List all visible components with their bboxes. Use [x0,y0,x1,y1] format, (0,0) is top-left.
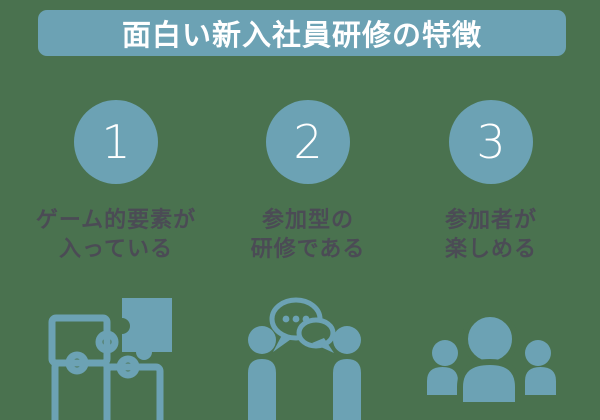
feature-column-3: 3 参加者が 楽しめる [396,100,586,263]
step-2-badge: 2 [266,100,350,184]
page-title: 面白い新入社員研修の特徴 [121,20,482,52]
feature-3-label-line-2: 楽しめる [444,236,537,261]
step-3-badge: 3 [449,100,533,184]
feature-2-label-line-2: 研修である [250,236,366,261]
step-1-badge: 1 [74,100,158,184]
title-bar: 面白い新入社員研修の特徴 [38,10,566,56]
feature-2-label-line-1: 参加型の [261,207,354,232]
step-1-number: 1 [101,115,131,169]
feature-column-1: 1 ゲーム的要素が 入っている [21,100,211,263]
conversation-icon [246,295,362,420]
step-2-number: 2 [293,115,323,169]
puzzle-icon [48,296,173,420]
feature-2-label: 参加型の 研修である [251,205,366,263]
step-3-number: 3 [476,115,506,169]
feature-3-label-line-1: 参加者が [444,207,537,232]
people-group-icon [426,315,557,420]
feature-3-label: 参加者が 楽しめる [445,205,537,263]
feature-1-label-line-2: 入っている [59,236,173,261]
feature-column-2: 2 参加型の 研修である [213,100,403,263]
feature-1-label: ゲーム的要素が 入っている [36,205,196,263]
feature-1-label-line-1: ゲーム的要素が [35,207,197,232]
